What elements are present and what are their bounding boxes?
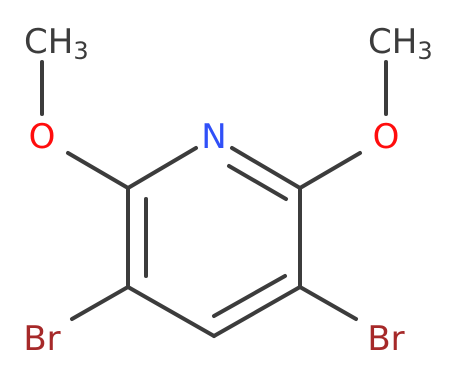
bond-c4-c5: [212, 285, 302, 338]
bonds-group: [40, 60, 388, 338]
bond-n-c6-inner: [227, 164, 288, 201]
bond-c3-c4: [126, 285, 216, 338]
oxygen-right-label: O: [373, 117, 400, 157]
methyl-right-label: CH3: [368, 22, 433, 65]
bond-c6-o-right: [298, 151, 362, 190]
bond-c5-br-right: [298, 285, 358, 321]
bond-c2-o-left: [66, 151, 130, 190]
bromine-right-label: Br: [367, 319, 404, 359]
bond-c3-br-left: [70, 285, 130, 321]
bond-n-c6: [230, 146, 302, 190]
bond-n-c2: [126, 146, 198, 190]
bromine-left-label: Br: [23, 319, 60, 359]
nitrogen-label: N: [201, 117, 226, 157]
oxygen-left-label: O: [29, 117, 56, 157]
methyl-left-label: CH3: [24, 22, 89, 65]
atom-labels-group: CH3 CH3 O O N Br Br: [23, 22, 432, 359]
bond-c4-c5-inner: [212, 274, 287, 318]
